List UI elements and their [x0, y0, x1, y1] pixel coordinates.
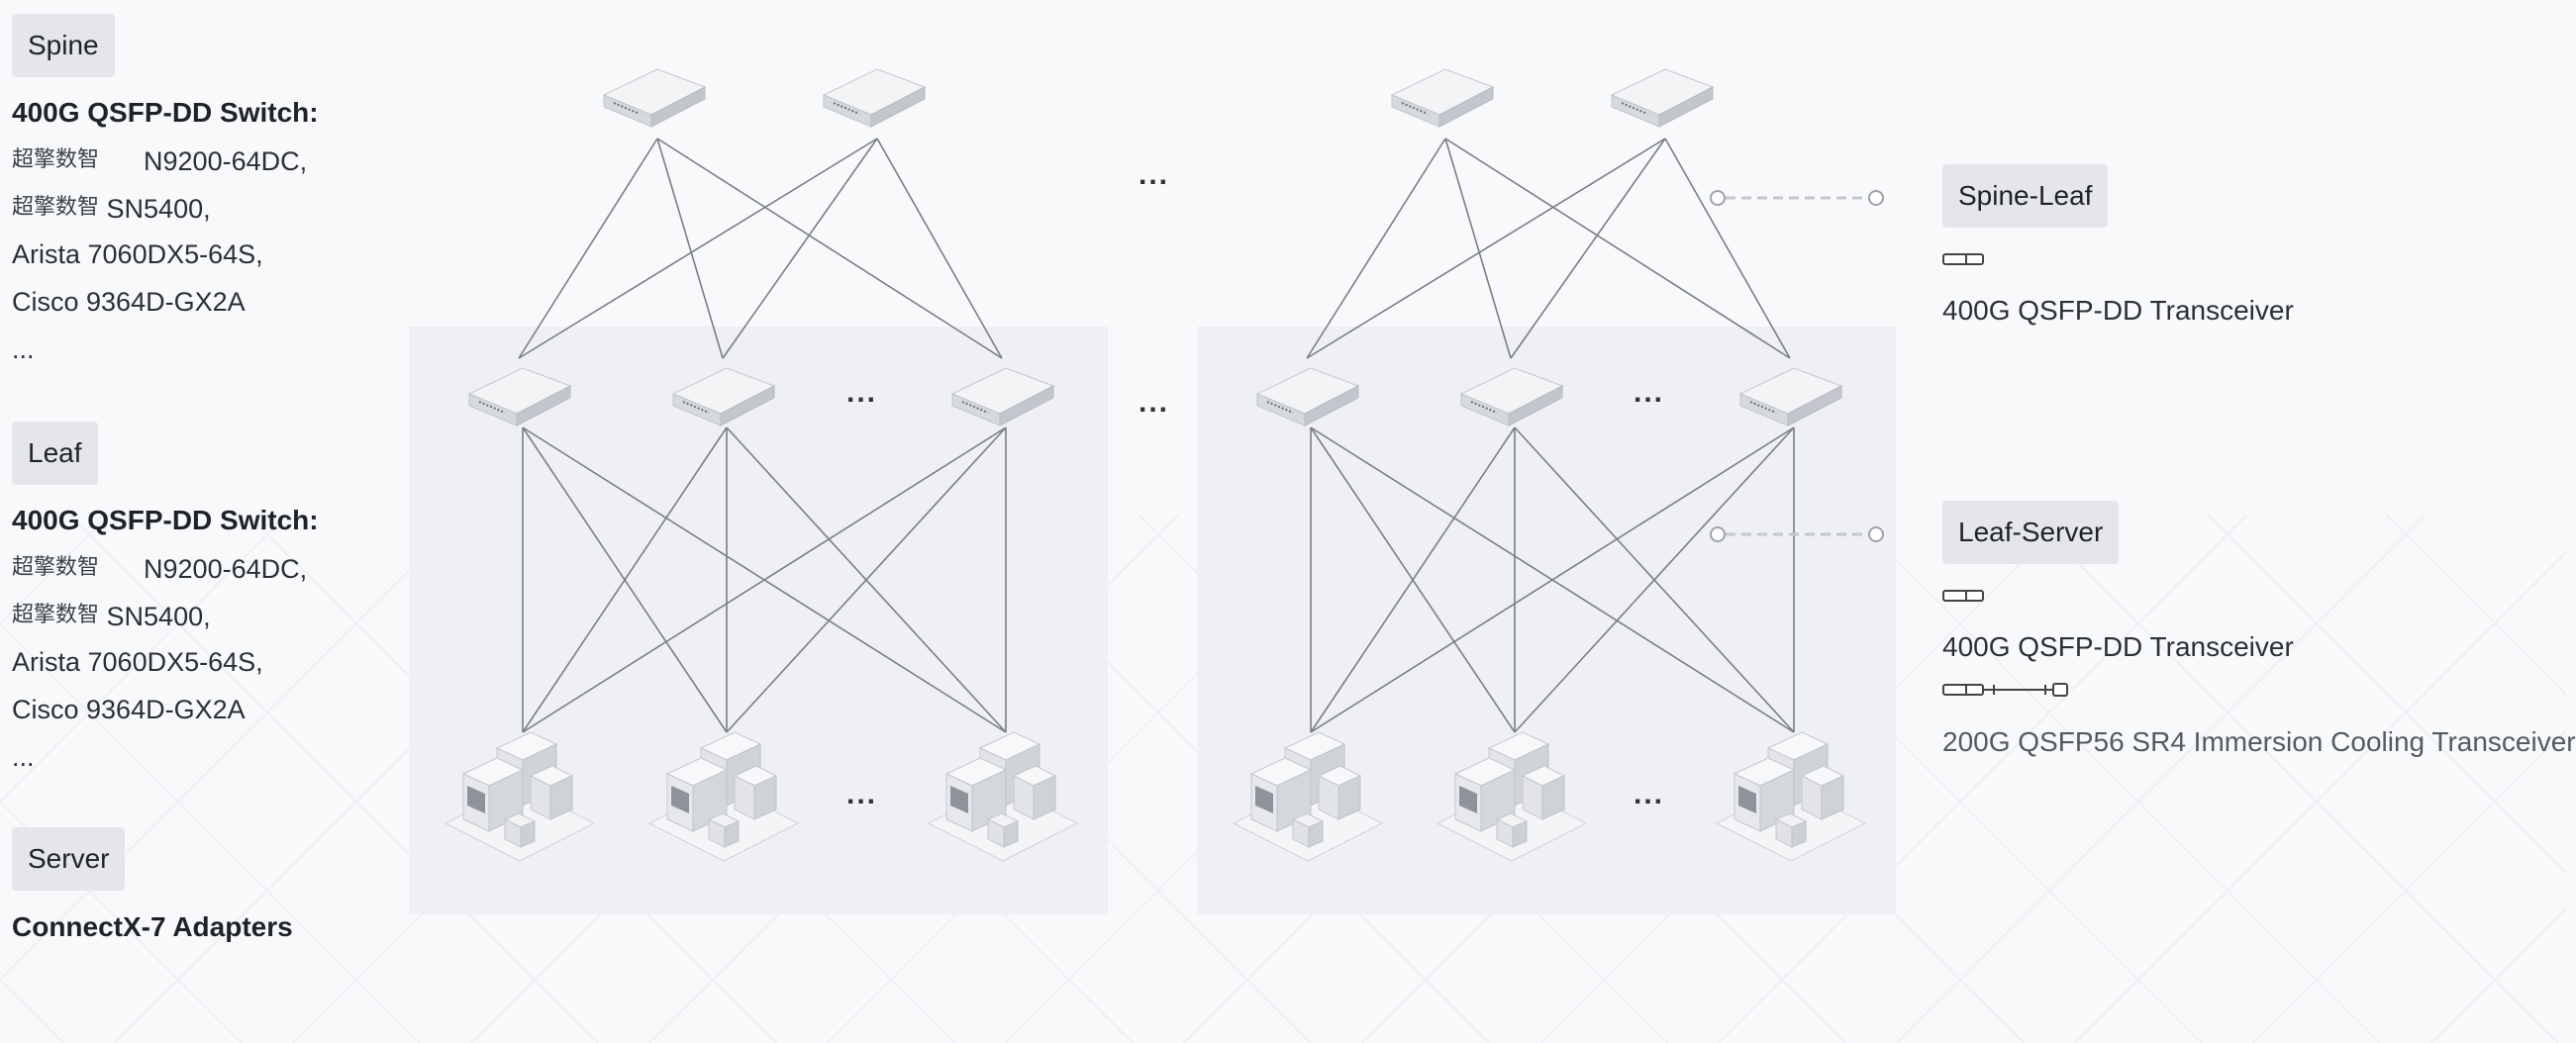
ellipsis: ... — [1139, 386, 1170, 419]
legend-transceiver-leaf-server: 400G QSFP-DD Transceiver — [1942, 631, 2294, 662]
leaf-switch-heading: 400G QSFP-DD Switch: — [12, 505, 319, 535]
spine-switch-heading: 400G QSFP-DD Switch: — [12, 97, 319, 128]
switch-icon — [669, 356, 778, 435]
link-line — [1444, 138, 1512, 359]
link-line — [726, 427, 1007, 733]
ellipsis: ... — [846, 376, 878, 409]
list-item: Cisco 9364D-GX2A — [12, 287, 246, 317]
legend-link-line — [1710, 526, 1884, 542]
tier-label-spine: Spine — [12, 14, 115, 77]
link-line — [1306, 138, 1666, 359]
list-item: Arista 7060DX5-64S, — [12, 647, 263, 677]
transceiver-icon — [1942, 590, 1984, 602]
link-line — [1444, 138, 1791, 359]
breakout-cable-icon — [1942, 683, 2068, 697]
legend-label-leaf-server: Leaf-Server — [1942, 501, 2120, 564]
link-line — [1510, 138, 1666, 359]
switch-icon — [1388, 57, 1497, 137]
switch-icon — [1253, 356, 1362, 435]
list-item: ... — [12, 334, 35, 364]
link-line — [656, 138, 724, 359]
link-line — [656, 138, 1003, 359]
list-item: 超擎数智 SN5400, — [12, 194, 211, 224]
switch-icon — [1736, 356, 1845, 435]
link-line — [1514, 427, 1795, 733]
list-item: 超擎数智 N9200-64DC, — [12, 146, 308, 176]
link-line — [522, 427, 728, 733]
ellipsis: ... — [1139, 158, 1170, 191]
link-line — [518, 138, 878, 359]
link-line — [1310, 427, 1795, 733]
list-item: Cisco 9364D-GX2A — [12, 695, 246, 724]
list-item: 超擎数智 N9200-64DC, — [12, 554, 308, 584]
link-line — [518, 138, 658, 359]
tier-label-server: Server — [12, 827, 126, 891]
legend-cable-leaf-server: 200G QSFP56 SR4 Immersion Cooling Transc… — [1942, 726, 2576, 757]
tier-label-leaf: Leaf — [12, 422, 98, 485]
server-adapter-heading: ConnectX-7 Adapters — [12, 911, 293, 942]
switch-icon — [820, 57, 929, 137]
server-cluster-icon — [1428, 724, 1596, 873]
legend-transceiver-spine-leaf: 400G QSFP-DD Transceiver — [1942, 295, 2294, 326]
switch-icon — [1457, 356, 1566, 435]
server-cluster-icon — [640, 724, 808, 873]
link-line — [1310, 427, 1516, 733]
legend-link-line — [1710, 190, 1884, 206]
link-line — [1306, 138, 1446, 359]
switch-icon — [1608, 57, 1717, 137]
legend-label-spine-leaf: Spine-Leaf — [1942, 164, 2109, 228]
transceiver-icon — [1942, 253, 1984, 265]
server-cluster-icon — [919, 724, 1087, 873]
ellipsis: ... — [1634, 376, 1665, 409]
server-cluster-icon — [1707, 724, 1875, 873]
link-line — [722, 138, 878, 359]
link-line — [522, 427, 1007, 733]
list-item: ... — [12, 742, 35, 772]
server-cluster-icon — [1224, 724, 1392, 873]
switch-icon — [600, 57, 709, 137]
server-cluster-icon — [436, 724, 604, 873]
switch-icon — [948, 356, 1057, 435]
leaf-switch-list: 超擎数智 N9200-64DC, 超擎数智 SN5400, Arista 706… — [12, 543, 307, 781]
ellipsis: ... — [1634, 778, 1665, 810]
list-item: 超擎数智 SN5400, — [12, 602, 211, 631]
link-line — [876, 138, 1003, 359]
switch-icon — [465, 356, 574, 435]
link-line — [1664, 138, 1791, 359]
spine-switch-list: 超擎数智 N9200-64DC, 超擎数智 SN5400, Arista 706… — [12, 136, 307, 373]
ellipsis: ... — [846, 778, 878, 810]
list-item: Arista 7060DX5-64S, — [12, 239, 263, 269]
